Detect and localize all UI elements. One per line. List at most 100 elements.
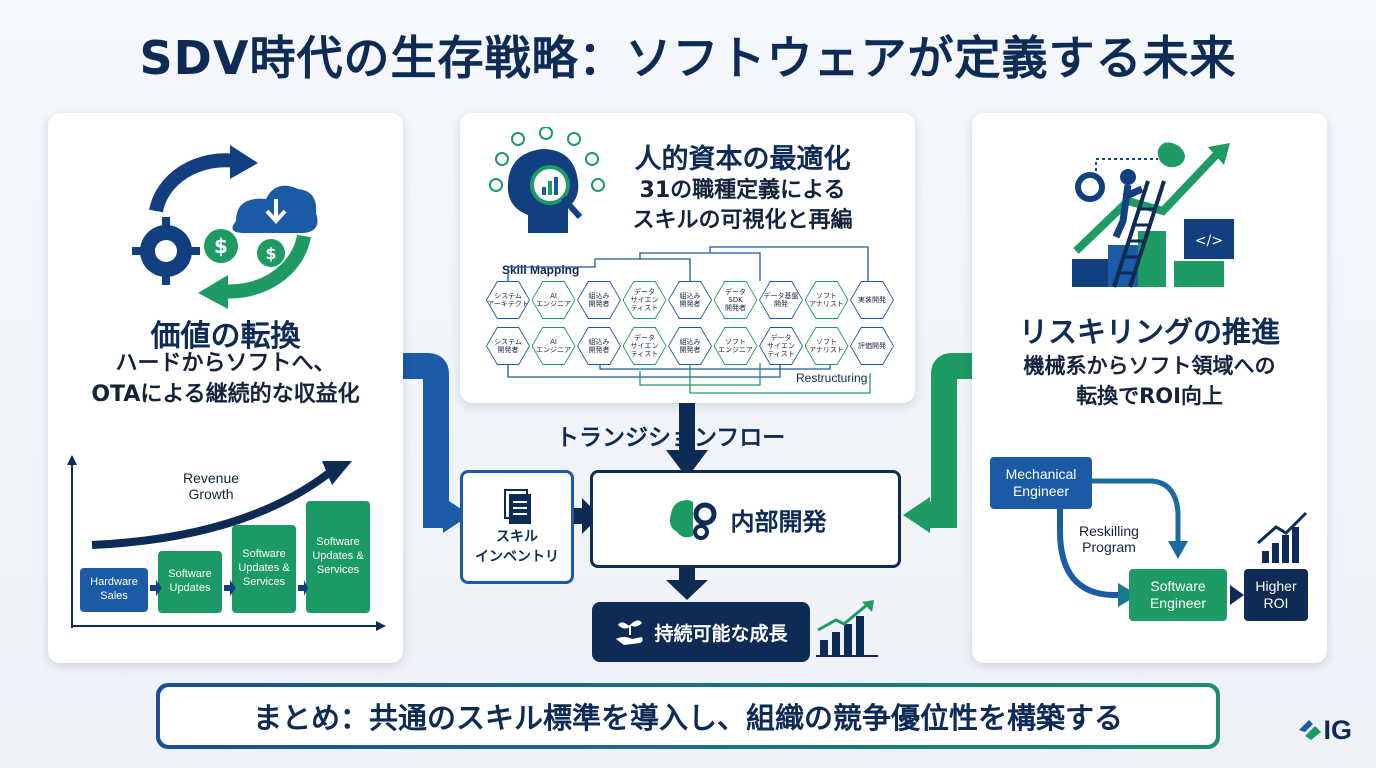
skill-hex-label: 組込み 開発者 [578, 282, 620, 318]
step3-l2: Updates & [238, 562, 290, 575]
skill-hex-label: 評価開発 [851, 328, 893, 364]
skill-hex: システム アーキテクト [486, 281, 530, 319]
reskilling-path [1057, 478, 1308, 607]
skill-hex-label: データ サイエン ティスト [623, 282, 666, 318]
skill-hex-label: データ サイエン ティスト [760, 328, 802, 364]
documents-icon [504, 489, 531, 524]
step-arrows [150, 580, 308, 596]
step4-l3: Services [316, 563, 360, 576]
skill-hex-label: 組込み 開発者 [669, 328, 711, 364]
sustainable-growth-box: 持続可能な成長 [592, 602, 810, 662]
step1-l2: Sales [100, 590, 128, 602]
skill-hex-label: データ サイエン ティスト [623, 328, 666, 364]
skill-inventory-box: スキル インベントリ [460, 470, 574, 584]
skill-hex-label: AI エンジニア [532, 328, 575, 364]
step3-l1: Software [242, 548, 286, 561]
restructuring-label: Restructuring [796, 371, 868, 385]
value-shift-sub2: OTAによる継続的な収益化 [91, 382, 360, 407]
revenue-axes [67, 455, 386, 631]
skill-hex-label: ソフト アナリスト [805, 328, 848, 364]
sustainable-growth-label: 持続可能な成長 [654, 622, 788, 645]
right-flow-arrowhead [903, 497, 930, 533]
value-shift-sub1: ハードからソフトへ、 [115, 351, 336, 376]
revenue-label-line2: Growth [188, 486, 234, 502]
climbing-growth-icon: </> [1072, 142, 1234, 288]
step3-l3: Services [242, 575, 286, 588]
step1-l1: Hardware [90, 576, 138, 589]
step2-l2: Updates [169, 582, 211, 594]
value-shift-card: $ $ 価値の転換 ハードからソフトへ、 OTAによる継続的な収益化 Reven… [48, 113, 403, 663]
ig-logo-text: IG [1323, 715, 1352, 745]
bar-growth-icon [816, 600, 878, 657]
skill-hex-label: ソフト アナリスト [805, 282, 848, 318]
soft-l2: Engineer [1149, 595, 1207, 611]
svg-text:$: $ [265, 244, 276, 263]
roi-l2: ROI [1263, 595, 1289, 611]
human-capital-sub1: 31の職種定義による [639, 178, 846, 203]
mid-down-arrow [679, 403, 695, 453]
skill-hex-label: AI エンジニア [532, 282, 575, 318]
roi-l1: Higher [1255, 577, 1297, 594]
plant-hand-icon [616, 620, 644, 645]
mech-l2: Engineer [1012, 483, 1070, 499]
internal-dev-label: 内部開発 [730, 507, 827, 536]
step4-l1: Software [316, 536, 360, 549]
internal-development-box: 内部開発 [590, 470, 901, 568]
cycle-money-icon: $ $ [132, 145, 318, 309]
revenue-growth-label: Revenue Growth [171, 470, 251, 502]
skill-hex-label: 実装開発 [851, 282, 893, 318]
step2-l1: Software [168, 568, 212, 581]
svg-text:$: $ [214, 234, 228, 258]
human-capital-heading: 人的資本の最適化 [634, 144, 851, 175]
skill-hex-label: ソフト エンジニア [714, 328, 757, 364]
mech-l1: Mechanical [1005, 465, 1077, 482]
skill-hex-label: データ SDK 開発者 [714, 282, 757, 318]
left-flow-arrow [403, 353, 449, 528]
brain-gear-icon [669, 500, 716, 540]
summary-text: まとめ：共通のスキル標準を導入し、組織の競争優位性を構築する [160, 687, 1216, 745]
left-flow-arrowhead [443, 497, 470, 533]
soft-l1: Software [1150, 577, 1206, 594]
skill-hex-label: システム 開発者 [487, 328, 529, 364]
skill-hex: システム 開発者 [486, 327, 530, 365]
reskilling-sub1: 機械系からソフト領域への [1023, 354, 1276, 378]
step4-l2: Updates & [312, 550, 364, 563]
right-flow-arrow [928, 353, 972, 528]
inventory-arrow [568, 498, 600, 534]
brain-head-icon [489, 127, 605, 233]
skill-hex-label: 組込み 開発者 [578, 328, 620, 364]
skill-hex-label: 組込み 開発者 [669, 282, 711, 318]
page-title: SDV時代の生存戦略：ソフトウェアが定義する未来 [139, 31, 1237, 85]
growth-down-arrowhead [666, 580, 708, 600]
skill-hex: データ SDK 開発者 [713, 281, 758, 319]
reskilling-sub2: 転換でROI向上 [1076, 384, 1223, 408]
reskilling-heading: リスキリングの推進 [1018, 315, 1280, 349]
summary-banner: まとめ：共通のスキル標準を導入し、組織の競争優位性を構築する [156, 683, 1220, 749]
reskill-l1: Reskilling [1079, 523, 1139, 539]
svg-text:</>: </> [1195, 233, 1223, 249]
revenue-label-line1: Revenue [182, 470, 240, 486]
reskill-l2: Program [1082, 539, 1136, 555]
reskilling-card: </> リスキリングの推進 機械系からソフト領域への 転換でROI向上 Mech… [972, 113, 1327, 663]
mid-down-arrowhead [666, 450, 708, 478]
inventory-line1: スキル [496, 529, 538, 545]
reskilling-program-label: Reskilling Program [1064, 523, 1154, 555]
skill-hex-label: データ基盤 開発 [760, 282, 802, 318]
skill-map-connectors [507, 246, 871, 394]
ig-logo-mark [1299, 720, 1322, 740]
skill-hex-label: システム アーキテクト [487, 282, 529, 318]
inventory-line2: インベントリ [475, 549, 559, 565]
human-capital-sub2: スキルの可視化と再編 [632, 208, 853, 233]
ig-logo: IG [1297, 715, 1352, 746]
transition-flow-label: トランジションフロー [556, 425, 786, 451]
value-shift-heading: 価値の転換 [150, 319, 301, 354]
human-capital-card: 人的資本の最適化 31の職種定義による スキルの可視化と再編 Skill Map… [460, 113, 915, 403]
